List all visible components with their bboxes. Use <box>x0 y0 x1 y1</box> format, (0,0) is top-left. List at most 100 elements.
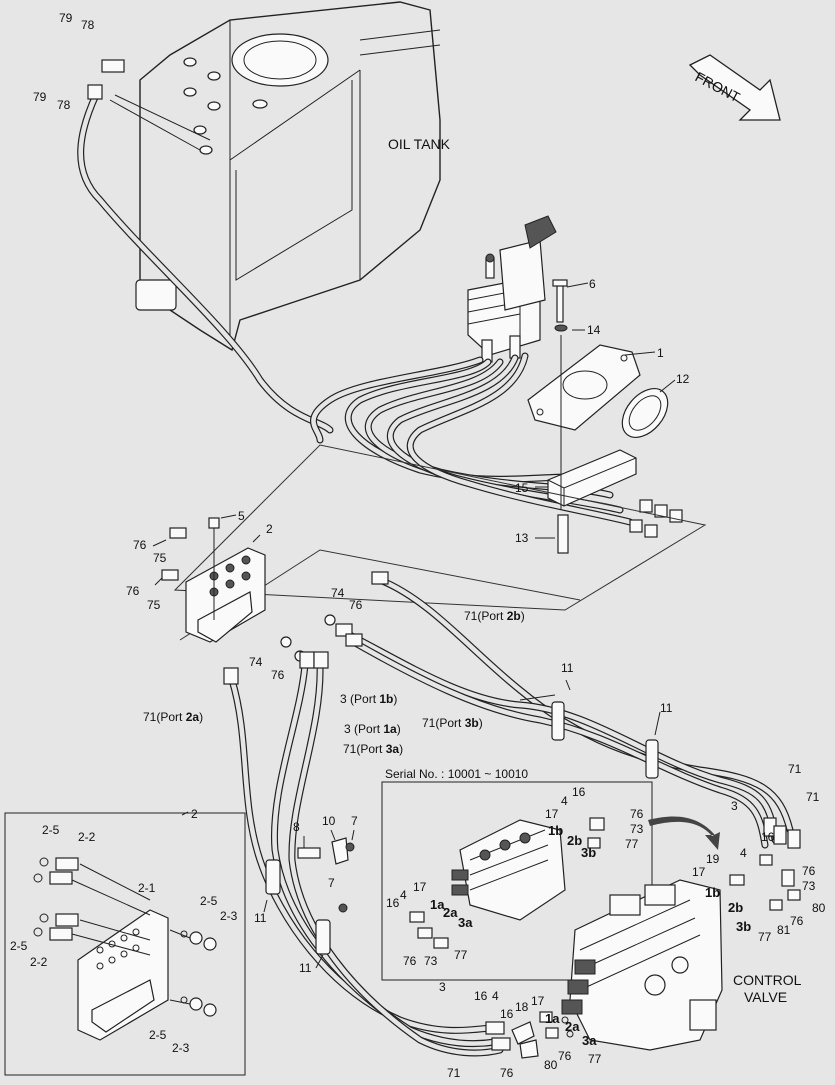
label-1b: 1b <box>548 823 563 838</box>
part-labels: 79 78 79 78 6 14 1 12 15 13 5 2 76 75 76… <box>10 11 826 1080</box>
control-valve-label: CONTROL <box>733 972 802 988</box>
label-16: 16 <box>386 896 400 910</box>
label-76: 76 <box>558 1049 572 1063</box>
oil-tank-label: OIL TANK <box>388 136 451 152</box>
fittings <box>485 854 801 1059</box>
label-80: 80 <box>544 1058 558 1072</box>
label-7: 7 <box>351 814 358 828</box>
label-18: 18 <box>515 1000 529 1014</box>
label-78: 78 <box>81 18 95 32</box>
label-81: 81 <box>777 923 791 937</box>
tank-return-lines <box>77 59 334 434</box>
label-75: 75 <box>147 598 161 612</box>
label-2: 2 <box>191 807 198 821</box>
port-bracket <box>161 517 336 662</box>
label-71-port-2b: 71(Port 2b) <box>464 609 525 623</box>
label-2b: 2b <box>567 833 582 848</box>
label-16: 16 <box>572 785 586 799</box>
control-valve-label-2: VALVE <box>744 989 787 1005</box>
label-8: 8 <box>293 820 300 834</box>
label-76: 76 <box>403 954 417 968</box>
label-3-port-1a: 3 (Port 1a) <box>344 722 401 736</box>
label-76: 76 <box>500 1066 514 1080</box>
label-77: 77 <box>625 837 639 851</box>
label-71: 71 <box>788 762 802 776</box>
label-16: 16 <box>761 830 775 844</box>
label-3a: 3a <box>582 1033 597 1048</box>
label-79: 79 <box>59 11 73 25</box>
label-13: 13 <box>515 531 529 545</box>
front-direction-arrow: FRONT <box>688 54 781 121</box>
joystick-area-frame <box>173 444 707 611</box>
label-73: 73 <box>802 879 816 893</box>
label-4: 4 <box>400 888 407 902</box>
label-2-2: 2-2 <box>78 830 96 844</box>
label-74: 74 <box>249 655 263 669</box>
label-76: 76 <box>630 807 644 821</box>
label-71-port-3b: 71(Port 3b) <box>422 716 483 730</box>
label-2-5: 2-5 <box>10 939 28 953</box>
label-12: 12 <box>676 372 690 386</box>
label-3-port-1b: 3 (Port 1b) <box>340 692 397 706</box>
label-10: 10 <box>322 814 336 828</box>
label-71: 71 <box>806 790 820 804</box>
label-17: 17 <box>413 880 427 894</box>
label-16: 16 <box>474 989 488 1003</box>
pilot-joystick-valve <box>467 215 557 363</box>
label-6: 6 <box>589 277 596 291</box>
label-11: 11 <box>660 701 673 715</box>
label-3b: 3b <box>581 845 596 860</box>
label-73: 73 <box>630 822 644 836</box>
label-76: 76 <box>802 864 816 878</box>
label-73: 73 <box>424 954 438 968</box>
label-11: 11 <box>561 661 574 675</box>
label-2-2: 2-2 <box>30 955 48 969</box>
label-2-5: 2-5 <box>42 823 60 837</box>
label-78: 78 <box>57 98 71 112</box>
label-71: 71 <box>447 1066 461 1080</box>
leader-lines <box>152 282 676 969</box>
label-1a: 1a <box>545 1011 560 1026</box>
control-valve <box>561 879 723 1051</box>
label-74: 74 <box>331 586 345 600</box>
label-2-3: 2-3 <box>172 1041 190 1055</box>
label-76: 76 <box>126 584 140 598</box>
label-76: 76 <box>349 598 363 612</box>
label-19: 19 <box>706 852 720 866</box>
label-17: 17 <box>545 807 559 821</box>
label-11: 11 <box>254 911 267 925</box>
label-3: 3 <box>439 980 446 994</box>
label-4: 4 <box>492 989 499 1003</box>
label-76: 76 <box>271 668 285 682</box>
label-2a: 2a <box>565 1019 580 1034</box>
label-76: 76 <box>133 538 147 552</box>
label-3: 3 <box>731 799 738 813</box>
label-14: 14 <box>587 323 601 337</box>
label-3a: 3a <box>458 915 473 930</box>
inset-part-2 <box>4 812 246 1076</box>
label-2a: 2a <box>443 905 458 920</box>
label-76: 76 <box>790 914 804 928</box>
hose-clamps <box>265 701 659 955</box>
label-16: 16 <box>500 1007 514 1021</box>
oil-tank <box>135 1 441 352</box>
label-3b: 3b <box>736 919 751 934</box>
label-5: 5 <box>238 509 245 523</box>
label-2-3: 2-3 <box>220 909 238 923</box>
label-2-1: 2-1 <box>138 881 156 895</box>
label-2: 2 <box>266 522 273 536</box>
label-77: 77 <box>588 1052 602 1066</box>
label-75: 75 <box>153 551 167 565</box>
mount-plate-assembly <box>527 279 683 554</box>
label-77: 77 <box>454 948 468 962</box>
label-15: 15 <box>515 481 529 495</box>
label-1a: 1a <box>430 897 445 912</box>
label-71-port-2a: 71(Port 2a) <box>143 710 203 724</box>
label-2-5: 2-5 <box>149 1028 167 1042</box>
label-2-5: 2-5 <box>200 894 218 908</box>
label-17: 17 <box>692 865 706 879</box>
label-4: 4 <box>561 794 568 808</box>
label-2b: 2b <box>728 900 743 915</box>
label-1b: 1b <box>705 885 720 900</box>
